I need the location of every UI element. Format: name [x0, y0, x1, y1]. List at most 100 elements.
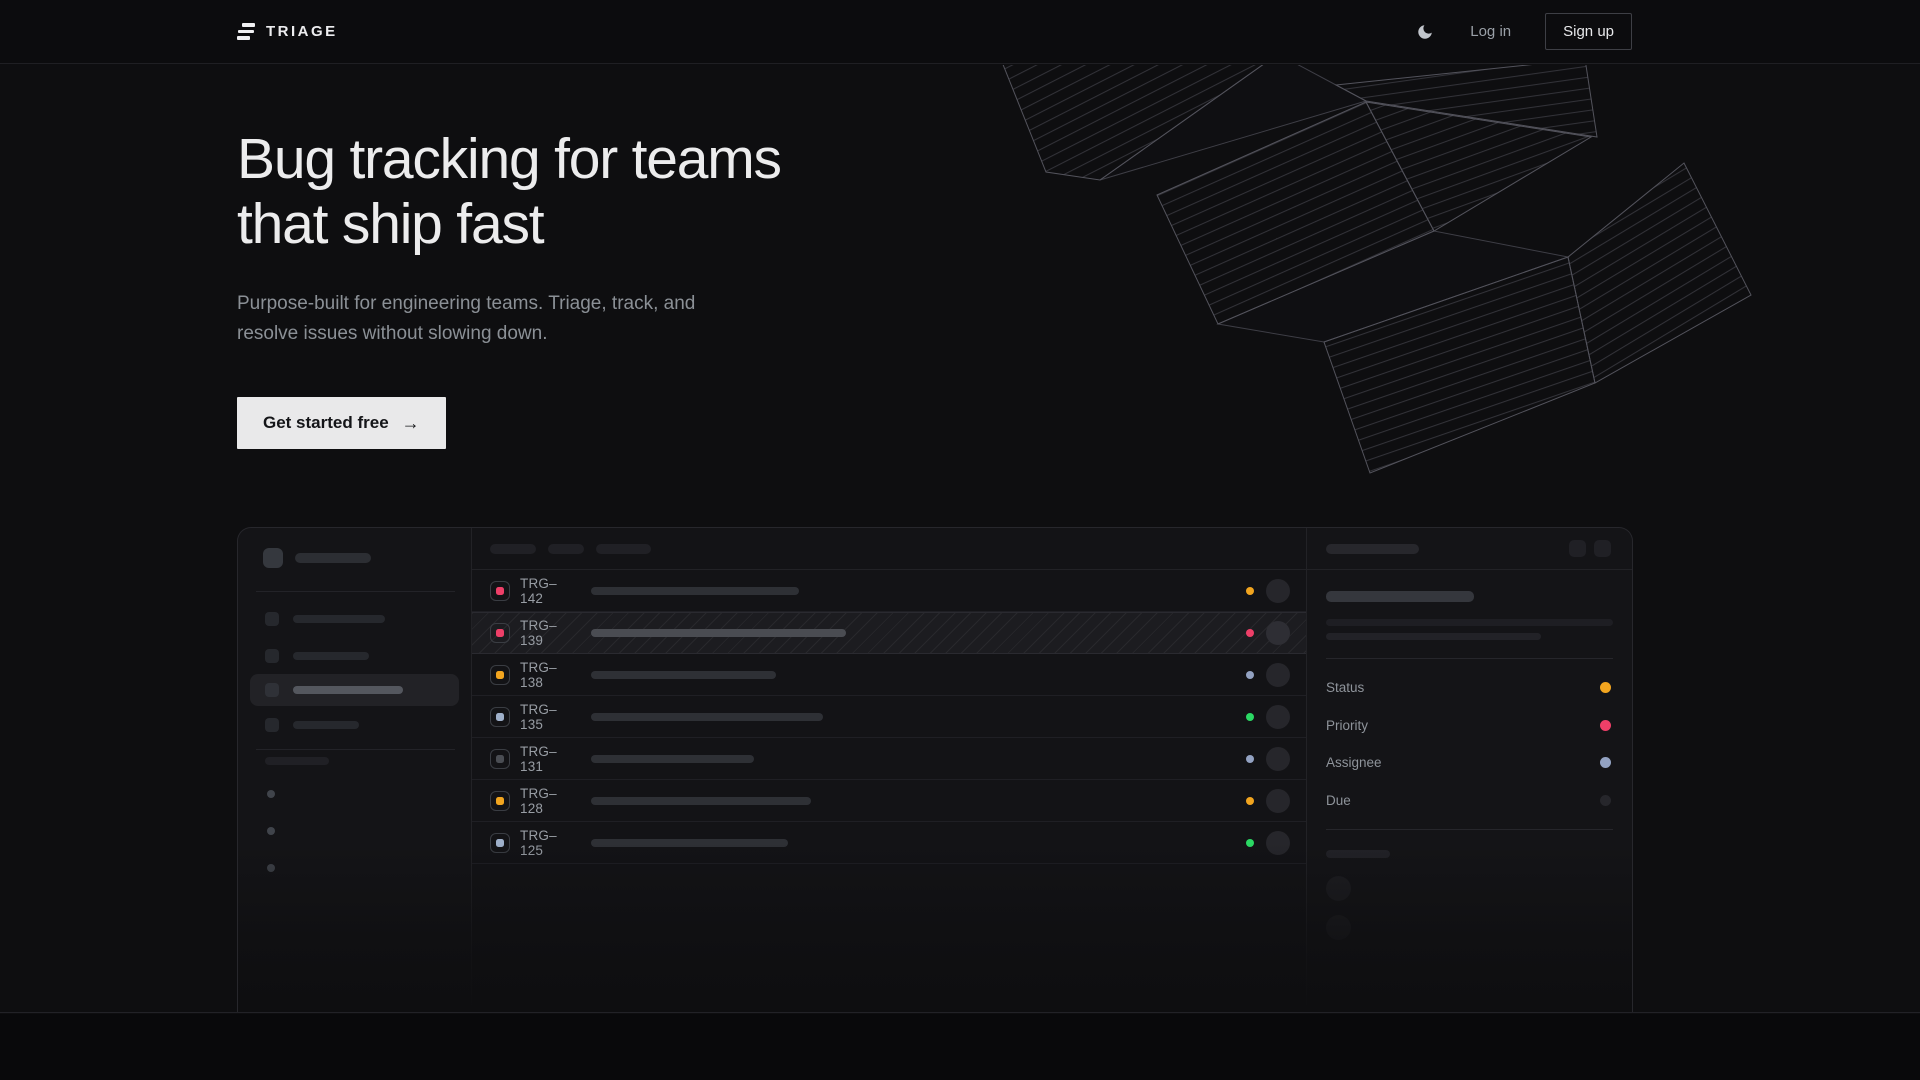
hero-title-line1: Bug tracking for teams: [237, 127, 782, 191]
issue-type-icon: [490, 706, 510, 727]
issue-code: TRG–139: [520, 618, 557, 648]
description-line-skeleton: [1326, 619, 1613, 626]
detail-header-skeleton: [1326, 543, 1419, 554]
divider: [256, 591, 455, 592]
workspace-icon: [263, 548, 283, 568]
sidebar-dot: [267, 864, 275, 872]
avatar: [1266, 704, 1290, 729]
mockup-sidebar: [238, 528, 472, 1012]
issue-type-icon: [490, 580, 510, 601]
login-link[interactable]: Log in: [1470, 23, 1512, 40]
field-label: Priority: [1326, 717, 1369, 733]
status-dot: [1246, 796, 1254, 805]
sidebar-nav-skeleton: [238, 600, 471, 743]
issue-row: TRG–135: [472, 696, 1306, 738]
triage-logo-icon: [237, 23, 255, 40]
avatar: [1266, 621, 1290, 645]
decorative-wireframe: [1002, 65, 1752, 474]
issue-code: TRG–138: [520, 659, 557, 690]
issue-title-skeleton: [591, 670, 776, 679]
issue-title-skeleton: [591, 586, 799, 595]
field-value-dot: [1600, 757, 1611, 769]
status-dot: [1246, 754, 1254, 763]
issue-row: TRG–142: [472, 570, 1306, 612]
issue-code: TRG–135: [520, 701, 557, 732]
panel-action-button: [1569, 540, 1586, 557]
sidebar-dot: [267, 827, 275, 835]
divider: [1326, 829, 1613, 830]
issue-type-icon: [490, 748, 510, 769]
activity-label-skeleton: [1326, 850, 1390, 858]
nav-label-skeleton: [293, 651, 369, 660]
divider: [1326, 658, 1613, 659]
app-mockup: TRG–142 TRG–139 TRG–138 TRG–135 TRG–131: [237, 527, 1633, 1012]
issue-list-panel: TRG–142 TRG–139 TRG–138 TRG–135 TRG–131: [472, 528, 1306, 1012]
status-dot: [1246, 838, 1254, 847]
hero-title-line2: that ship fast: [237, 192, 545, 256]
avatar: [1326, 876, 1351, 901]
issue-list: TRG–142 TRG–139 TRG–138 TRG–135 TRG–131: [472, 570, 1306, 864]
detail-field-row: Due: [1326, 782, 1611, 820]
field-value-dot: [1600, 719, 1611, 731]
field-value-dot: [1600, 794, 1611, 806]
issue-title-skeleton: [591, 838, 788, 847]
divider: [256, 749, 455, 750]
list-tab-skeleton: [596, 543, 651, 554]
issue-title-skeleton: [591, 796, 811, 805]
nav-icon-skeleton: [265, 611, 279, 626]
detail-fields: Status Priority Assignee Due: [1326, 669, 1611, 819]
arrow-right-icon: →: [401, 412, 420, 433]
avatar: [1266, 578, 1290, 603]
section-label-skeleton: [265, 757, 329, 765]
list-tab-skeleton: [490, 543, 536, 554]
avatar: [1326, 915, 1351, 940]
get-started-button[interactable]: Get started free →: [237, 397, 446, 449]
avatar: [1266, 788, 1290, 813]
issue-row: TRG–131: [472, 738, 1306, 780]
issue-row: TRG–125: [472, 822, 1306, 864]
issue-title-skeleton: [591, 754, 754, 763]
issue-row: TRG–138: [472, 654, 1306, 696]
issue-code: TRG–128: [520, 785, 557, 816]
sidebar-item-skeleton: [238, 706, 471, 743]
issue-title-skeleton: [591, 712, 823, 721]
field-label: Assignee: [1326, 755, 1382, 771]
detail-field-row: Assignee: [1326, 744, 1611, 782]
description-line-skeleton: [1326, 633, 1541, 640]
issue-row: TRG–139: [472, 612, 1306, 654]
detail-field-row: Priority: [1326, 707, 1611, 745]
hero-title: Bug tracking for teams that ship fast: [237, 127, 782, 257]
brand-logo[interactable]: TRIAGE: [237, 23, 338, 40]
cta-label: Get started free: [263, 413, 389, 432]
issue-title-skeleton: [1326, 591, 1474, 602]
theme-toggle[interactable]: [1414, 21, 1436, 43]
nav-icon-skeleton: [265, 717, 279, 732]
avatar: [1266, 830, 1290, 855]
list-header-skeleton: [472, 528, 1306, 570]
signup-button[interactable]: Sign up: [1545, 13, 1632, 50]
issue-title-skeleton: [591, 629, 846, 637]
issue-type-icon: [490, 790, 510, 811]
issue-code: TRG–131: [520, 743, 557, 774]
status-dot: [1246, 629, 1254, 637]
hero-section: Bug tracking for teams that ship fast Pu…: [0, 65, 1920, 1013]
panel-action-button: [1594, 540, 1611, 557]
field-label: Due: [1326, 792, 1351, 808]
list-tab-skeleton: [548, 543, 584, 554]
issue-type-icon: [490, 832, 510, 853]
brand-name: TRIAGE: [266, 23, 338, 40]
status-dot: [1246, 712, 1254, 721]
issue-type-icon: [490, 623, 510, 643]
sidebar-dot: [267, 790, 275, 798]
nav-icon-skeleton: [265, 648, 279, 663]
workspace-switcher-skeleton: [263, 548, 371, 568]
workspace-name-skeleton: [295, 553, 371, 563]
field-label: Status: [1326, 680, 1365, 696]
detail-field-row: Status: [1326, 669, 1611, 707]
issue-detail-panel: Status Priority Assignee Due: [1306, 528, 1632, 1012]
sidebar-item-skeleton: [238, 637, 471, 674]
nav-label-skeleton: [293, 614, 385, 623]
status-dot: [1246, 586, 1254, 595]
field-value-dot: [1600, 682, 1611, 694]
